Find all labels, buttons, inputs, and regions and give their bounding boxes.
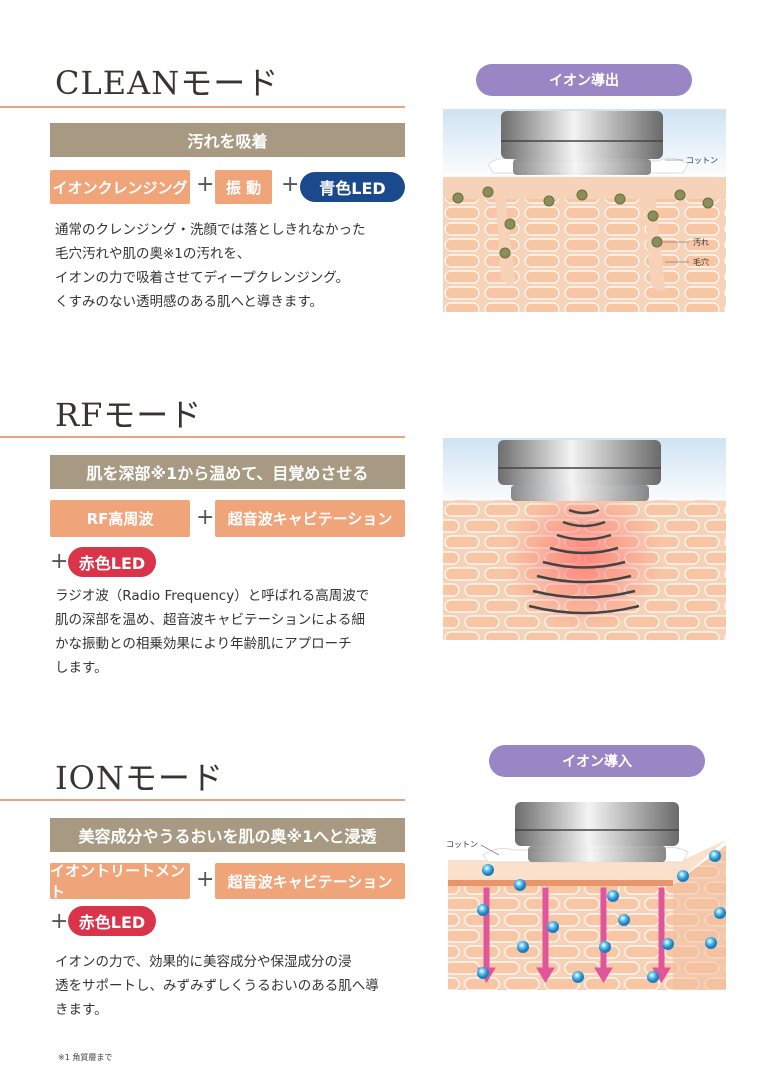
section-title: IONモード [55,759,224,797]
section-banner: 美容成分やうるおいを肌の奥※1へと浸透 [50,818,405,852]
plus-sign: + [50,549,69,574]
red-led-badge: 赤色LED [68,547,156,577]
description-line: 肌の深部を温め、超音波キャビテーションによる細 [55,612,365,628]
cotton-label: コットン [446,840,478,849]
feature-ultrasonic-cavitation: 超音波キャビテーション [215,500,405,537]
description-line: 毛穴汚れや肌の奥※1の汚れを、 [55,246,251,262]
ion-droplet-icon [477,850,726,983]
description-line: イオンの力で吸着させてディープクレンジング。 [55,270,350,286]
description-line: きます。 [55,1002,108,1018]
feature-ion-treatment: イオントリートメント [50,862,190,901]
dirt-label: 汚れ [693,237,709,247]
section-description: ラジオ波（Radio Frequency）と呼ばれる高周波で 肌の深部を温め、超… [55,584,415,680]
feature-ultrasonic-cavitation: 超音波キャビテーション [215,863,405,899]
feature-rf: RF高周波 [50,500,190,537]
description-line: イオンの力で、効果的に美容成分や保湿成分の浸 [55,954,352,970]
description-line: かな振動との相乗効果により年齢肌にアプローチ [55,636,352,652]
ion-infusion-illustration: コットン [446,802,726,990]
description-line: ラジオ波（Radio Frequency）と呼ばれる高周波で [55,588,370,604]
blue-led-badge: 青色LED [300,172,405,202]
description-line: くすみのない透明感のある肌へと導きます。 [55,294,323,310]
rf-heating-illustration [443,438,726,640]
ion-infusion-badge: イオン導入 [489,745,705,777]
feature-ion-cleansing: イオンクレンジング [50,170,190,204]
section-title: CLEANモード [55,64,280,102]
divider [0,436,405,438]
divider [0,106,405,108]
plus-sign: + [196,505,215,530]
section-description: イオンの力で、効果的に美容成分や保湿成分の浸 透をサポートし、みずみずしくうるお… [55,950,415,1022]
plus-sign: + [50,909,69,934]
plus-sign: + [196,867,215,892]
section-banner: 汚れを吸着 [50,123,405,157]
plus-sign: + [196,172,215,197]
description-line: します。 [55,660,108,676]
feature-vibration: 振 動 [215,170,272,204]
footnote: ※1 角質層まで [58,1053,113,1062]
section-description: 通常のクレンジング・洗顔では落としきれなかった 毛穴汚れや肌の奥※1の汚れを、 … [55,218,415,314]
ion-extraction-illustration: コットン 汚れ 毛穴 [443,109,726,312]
section-title: RFモード [55,396,203,434]
description-line: 透をサポートし、みずみずしくうるおいのある肌へ導 [55,978,379,994]
plus-sign: + [281,172,300,197]
cotton-label: コットン [686,156,718,165]
description-line: 通常のクレンジング・洗顔では落としきれなかった [55,222,366,238]
rf-wave-icon [528,508,640,615]
dirt-particles-icon [452,186,714,259]
red-led-badge: 赤色LED [68,906,156,936]
divider [0,799,405,801]
pore-label: 毛穴 [693,257,709,267]
ion-extraction-badge: イオン導出 [476,64,692,96]
section-banner: 肌を深部※1から温めて、目覚めさせる [50,455,405,489]
